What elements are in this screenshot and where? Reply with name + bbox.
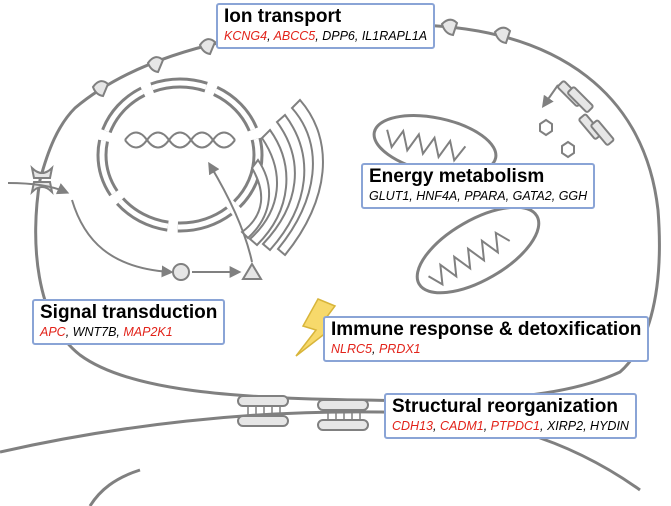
gene-cadm1: CADM1	[439, 419, 484, 433]
gene-list: GLUT1, HNF4A, PPARA, GATA2, GGH	[369, 189, 588, 203]
gene-hnf4a: HNF4A	[416, 189, 458, 203]
ion-channel-icon	[557, 80, 594, 113]
mitochondrion-bottom	[415, 205, 541, 295]
immune-response-box: Immune response & detoxification NLRC5, …	[323, 316, 650, 362]
gene-cdh13: CDH13	[392, 419, 433, 433]
gene-wnt7b: WNT7B	[72, 325, 117, 339]
ion-channel-icon	[578, 113, 615, 146]
neighbor-cell-membrane-edge	[88, 468, 141, 506]
gene-map2k1: MAP2K1	[123, 325, 173, 339]
energy-metabolism-box: Energy metabolism GLUT1, HNF4A, PPARA, G…	[361, 163, 596, 209]
gene-list: NLRC5, PRDX1	[331, 342, 421, 356]
hexagon-molecules	[539, 118, 575, 159]
gene-kcng4: KCNG4	[224, 29, 268, 43]
transporter-icon	[198, 38, 217, 56]
dna-helix	[124, 131, 236, 149]
gene-il1rapl1a: IL1RAPL1A	[361, 29, 428, 43]
ion-transport-box: Ion transport KCNG4, ABCC5, DPP6, IL1RAP…	[216, 3, 436, 49]
gene-dpp6: DPP6	[322, 29, 355, 43]
hexagon-icon	[561, 140, 575, 159]
signal-transduction-title: Signal transduction	[40, 302, 218, 323]
immune-response-title: Immune response & detoxification	[331, 319, 642, 340]
gene-glut1: GLUT1	[369, 189, 410, 203]
transporter-icon	[146, 56, 165, 74]
hexagon-icon	[539, 118, 553, 137]
ion-influx-arrow	[541, 84, 559, 108]
gene-xirp2: XIRP2	[546, 419, 584, 433]
signal-molecule-triangle	[241, 262, 263, 280]
energy-metabolism-title: Energy metabolism	[369, 166, 545, 187]
signal-molecule-circle	[172, 263, 190, 281]
neighbor-cell-membrane	[0, 410, 641, 492]
ion-channels	[557, 80, 615, 146]
gene-list: KCNG4, ABCC5, DPP6, IL1RAPL1A	[224, 29, 428, 43]
gene-gata2: GATA2	[512, 189, 552, 203]
gene-abcc5: ABCC5	[273, 29, 316, 43]
gene-ggh: GGH	[558, 189, 588, 203]
gene-hydin: HYDIN	[590, 419, 629, 433]
gene-ppara: PPARA	[464, 189, 506, 203]
structural-reorganization-box: Structural reorganization CDH13, CADM1, …	[384, 393, 637, 439]
signal-transduction-box: Signal transduction APC, WNT7B, MAP2K1	[32, 299, 226, 345]
gene-nlrc5: NLRC5	[331, 342, 372, 356]
gene-prdx1: PRDX1	[378, 342, 421, 356]
lightning-icon	[295, 298, 342, 357]
transporter-icon	[493, 26, 512, 45]
nucleus	[96, 77, 264, 233]
signal-arrows	[7, 161, 253, 278]
gene-apc: APC	[40, 325, 66, 339]
ion-transport-title: Ion transport	[224, 6, 342, 27]
cell-junction-right	[317, 399, 369, 431]
structural-reorganization-title: Structural reorganization	[392, 396, 618, 417]
membrane-transporters	[91, 18, 512, 98]
cell-junction-left	[237, 395, 289, 427]
gene-ptpdc1: PTPDC1	[490, 419, 540, 433]
transporter-icon	[440, 18, 459, 37]
gene-list: CDH13, CADM1, PTPDC1, XIRP2, HYDIN	[392, 419, 629, 433]
transporter-icon	[91, 80, 110, 98]
gene-list: APC, WNT7B, MAP2K1	[40, 325, 173, 339]
